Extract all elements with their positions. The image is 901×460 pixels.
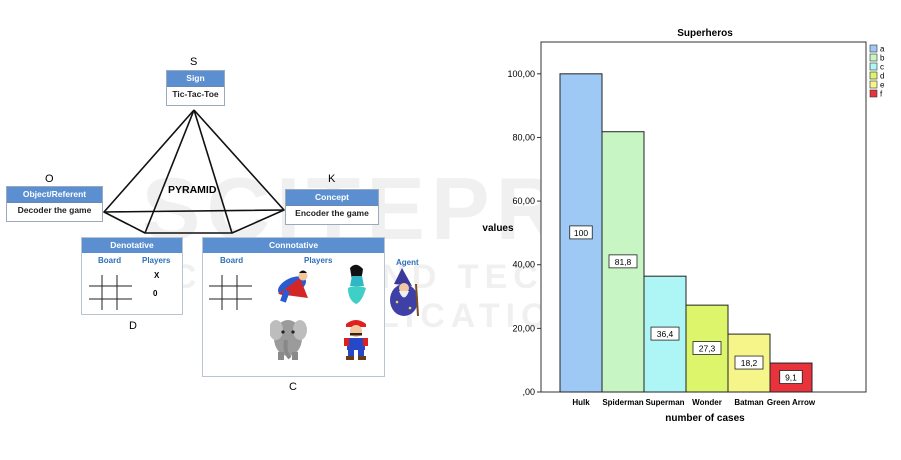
denotative-panel: Denotative (81, 237, 183, 315)
letter-d: D (129, 320, 137, 332)
legend-label: b (880, 54, 885, 63)
legend-swatch (869, 44, 878, 53)
x-mark: X (154, 271, 160, 280)
denotative-title: Denotative (82, 238, 182, 253)
y-tick-label: 40,00 (512, 260, 535, 270)
data-label: 100 (574, 228, 588, 238)
category-label: Superman (645, 398, 684, 407)
legend-label: c (880, 63, 884, 72)
data-label-box (650, 326, 680, 341)
legend-swatch (869, 62, 878, 71)
letter-c: C (289, 381, 297, 393)
data-label-box (608, 254, 638, 269)
letter-s: S (190, 56, 198, 68)
y-axis-label: values (482, 223, 514, 234)
y-ticks: ,00 20,00 40,00 60,00 80,00 100,00 (507, 69, 541, 397)
y-tick-label: 60,00 (512, 196, 535, 206)
connotative-board-grid (209, 275, 252, 310)
wizard-figure (390, 268, 419, 317)
pyramid-edge-right (193, 109, 285, 211)
object-title: Object/Referent (7, 187, 102, 203)
category-label: Hulk (572, 398, 590, 407)
concept-body: Encoder the game (295, 208, 369, 218)
letter-k: K (328, 173, 336, 185)
legend-swatch (869, 53, 878, 62)
concept-title: Concept (286, 190, 378, 206)
data-label: 9,1 (785, 373, 797, 383)
data-label: 36,4 (657, 329, 674, 339)
data-label-box (569, 225, 593, 240)
data-label: 81,8 (615, 257, 632, 267)
connotative-agent-label: Agent (396, 258, 419, 267)
legend-label: e (880, 81, 885, 90)
connotative-title: Connotative (203, 238, 384, 253)
legend-swatch (869, 80, 878, 89)
data-label: 18,2 (741, 358, 758, 368)
legend-label: d (880, 72, 884, 81)
object-body: Decoder the game (17, 205, 92, 215)
category-label: Green Arrow (767, 398, 816, 407)
pyramid-edge-left (103, 109, 195, 213)
sign-body: Tic-Tac-Toe (172, 89, 219, 99)
data-label-box (734, 355, 764, 370)
pyramid-label: PYRAMID (168, 184, 217, 196)
category-label: Wonder (692, 398, 722, 407)
denotative-board-label: Board (98, 256, 122, 265)
o-mark: 0 (153, 289, 158, 298)
y-tick-label: 20,00 (512, 323, 535, 333)
concept-box: Concept Encoder the game (285, 189, 379, 225)
y-tick-label: 80,00 (512, 132, 535, 142)
y-tick-label: 100,00 (507, 69, 535, 79)
data-label: 27,3 (699, 344, 716, 354)
legend-swatch (869, 71, 878, 80)
category-label: Spiderman (602, 398, 643, 407)
letter-o: O (45, 173, 54, 185)
legend-label: f (880, 90, 883, 99)
genie-figure (348, 264, 366, 304)
chart-title: Superheros (677, 28, 733, 39)
legend-swatch (869, 89, 878, 98)
character-illustrations (270, 264, 419, 360)
pyramid-edge-front-right (193, 109, 233, 234)
sign-title: Sign (167, 71, 224, 87)
legend-label: a (880, 45, 885, 54)
data-label-box (779, 370, 803, 384)
denotative-players-label: Players (142, 256, 171, 265)
denotative-board-grid (89, 275, 132, 310)
pyramid-edge-front-left (144, 109, 195, 234)
sign-box: Sign Tic-Tac-Toe (166, 70, 225, 106)
pyramid-drawing (103, 109, 285, 234)
y-tick-label: ,00 (522, 387, 535, 397)
superman-figure (277, 270, 308, 303)
connotative-players-label: Players (304, 256, 333, 265)
data-label-box (692, 341, 722, 355)
mario-figure (344, 320, 368, 360)
elephant-figure (270, 320, 307, 360)
object-box: Object/Referent Decoder the game (6, 186, 103, 222)
x-axis-label: number of cases (665, 413, 745, 424)
connotative-board-label: Board (220, 256, 244, 265)
category-label: Batman (734, 398, 763, 407)
